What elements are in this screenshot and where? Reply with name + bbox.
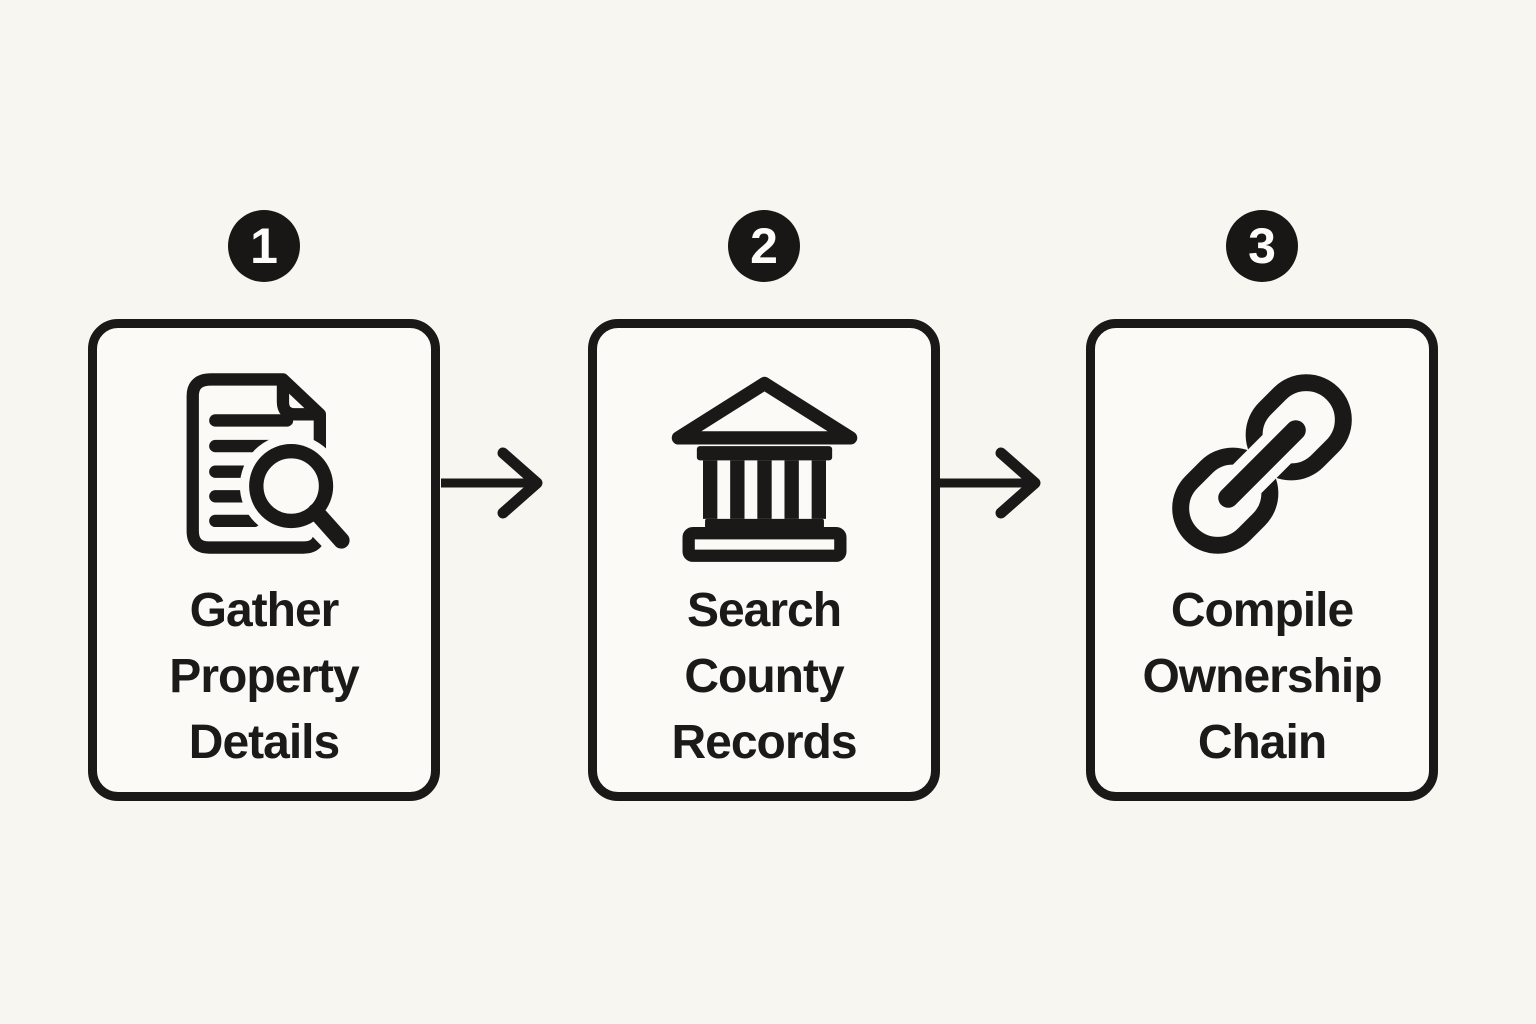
step-3-label-line-3: Chain <box>1197 715 1327 769</box>
step-1-card: Gather Property Details <box>88 319 440 801</box>
step-1-label-line-2: Property <box>169 649 359 703</box>
step-2-number: 2 <box>750 218 778 274</box>
arrow-right-icon <box>939 444 1051 522</box>
step-2-label: Search County Records <box>671 571 857 792</box>
step-3: 3 Compile Ownership Chain <box>1086 210 1438 801</box>
bank-icon <box>662 356 867 571</box>
step-2-label-line-3: Records <box>671 715 857 769</box>
step-3-label-line-2: Ownership <box>1142 649 1382 703</box>
step-2: 2 <box>588 210 940 801</box>
step-2-number-badge: 2 <box>728 210 800 282</box>
document-search-icon <box>162 356 367 571</box>
chain-link-icon <box>1156 356 1368 571</box>
step-3-label: Compile Ownership Chain <box>1142 571 1382 792</box>
step-1-label-line-1: Gather <box>189 583 340 637</box>
step-1-label-line-3: Details <box>188 715 340 769</box>
step-3-number-badge: 3 <box>1226 210 1298 282</box>
step-1-label: Gather Property Details <box>169 571 359 792</box>
step-1: 1 <box>88 210 440 801</box>
step-3-number: 3 <box>1248 218 1276 274</box>
step-3-card: Compile Ownership Chain <box>1086 319 1438 801</box>
step-3-label-line-1: Compile <box>1170 583 1354 637</box>
step-1-number-badge: 1 <box>228 210 300 282</box>
step-1-number: 1 <box>250 218 278 274</box>
arrow-right-icon <box>441 444 553 522</box>
step-2-card: Search County Records <box>588 319 940 801</box>
step-2-label-line-1: Search <box>686 583 842 637</box>
step-2-label-line-2: County <box>684 649 844 703</box>
